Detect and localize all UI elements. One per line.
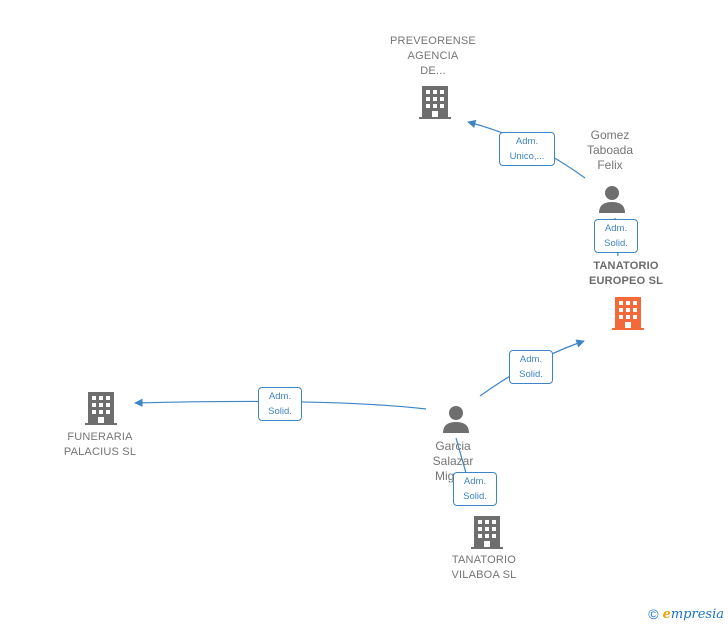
edge-label-gomez-europeo[interactable]: Adm. Solid. (594, 219, 638, 253)
edge-label-garcia-vilaboa[interactable]: Adm. Solid. (453, 472, 497, 506)
edge-label-garcia-funeraria[interactable]: Adm. Solid. (258, 387, 302, 421)
edge-label-line1: Adm. (268, 391, 292, 402)
company-label-preveorense[interactable]: PREVEORENSE AGENCIA DE... (390, 35, 476, 77)
brand-name: mpresia (670, 606, 724, 622)
company-label-tanatorio-europeo[interactable]: TANATORIO EUROPEO SL (588, 260, 664, 287)
edge-label-line2: Solid. (268, 406, 292, 417)
edge-label-line1: Adm. (515, 136, 539, 147)
brand-initial: e (662, 606, 671, 622)
building-icon-funeraria[interactable] (84, 390, 118, 426)
person-icon-gomez[interactable] (597, 184, 627, 214)
edge-label-gomez-preveorense[interactable]: Adm. Unico,... (499, 132, 555, 166)
brand-logo[interactable]: empresia (663, 607, 724, 622)
copyright-icon: © (648, 606, 659, 622)
building-icon-tanatorio-vilaboa[interactable] (470, 514, 504, 550)
edge-label-line2: Solid. (463, 491, 487, 502)
edge-label-line2: Unico,... (509, 151, 545, 162)
building-icon-preveorense[interactable] (418, 84, 452, 120)
edge-label-line2: Solid. (604, 238, 628, 249)
person-label-gomez[interactable]: Gomez Taboada Felix (586, 128, 634, 172)
edge-label-line1: Adm. (519, 354, 543, 365)
building-icon-tanatorio-europeo[interactable] (611, 295, 645, 331)
footer-brand: © empresia (648, 606, 724, 622)
edge-label-line2: Solid. (519, 369, 543, 380)
edge-garcia-funeraria (134, 398, 427, 410)
company-label-funeraria[interactable]: FUNERARIA PALACIUS SL (63, 431, 137, 458)
edge-label-garcia-europeo[interactable]: Adm. Solid. (509, 350, 553, 384)
company-label-tanatorio-vilaboa[interactable]: TANATORIO VILABOA SL (451, 554, 517, 581)
edge-label-line1: Adm. (463, 476, 487, 487)
edge-label-line1: Adm. (604, 223, 628, 234)
person-icon-garcia[interactable] (441, 404, 471, 434)
